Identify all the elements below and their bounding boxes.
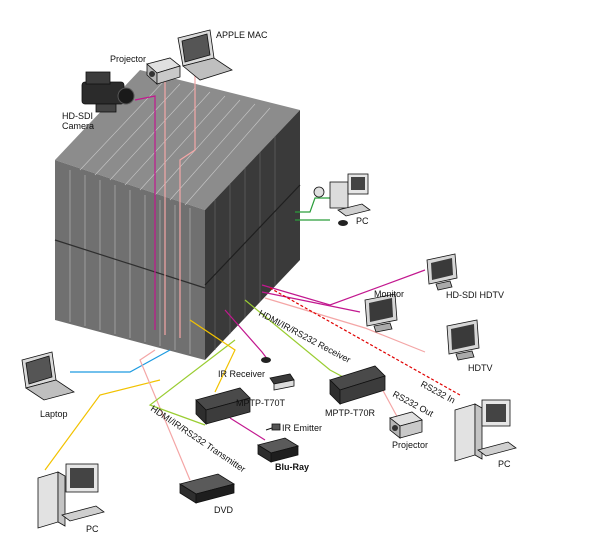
label-projector-top: Projector (110, 54, 146, 64)
cable-receiver (244, 299, 346, 379)
label-pc-bottom-left: PC (86, 524, 99, 534)
cable-pc-right-video (295, 197, 335, 213)
hdsdi-camera-icon (81, 71, 135, 113)
label-camera-line1: HD-SDI (62, 111, 93, 121)
label-hdsdi-hdtv: HD-SDI HDTV (446, 290, 504, 300)
label-apple-mac: APPLE MAC (216, 30, 268, 40)
label-camera-line2: Camera (62, 121, 94, 131)
ir-emitter-device (265, 423, 281, 431)
label-pc-bottom-right: PC (498, 459, 511, 469)
label-ir-receiver: IR Receiver (218, 369, 265, 379)
cable-dvd (139, 349, 191, 481)
cable-camera (134, 95, 156, 330)
label-monitor: Monitor (374, 289, 404, 299)
pc-right (313, 173, 371, 226)
cable-transmitter-yellow (189, 319, 236, 393)
chassis-side-slots (204, 136, 301, 350)
cable-rs232-in (269, 287, 461, 396)
bluray-player (256, 437, 300, 463)
hdtv (446, 319, 480, 361)
mptp-t70t-box (195, 387, 251, 425)
pc-bottom-left (37, 463, 105, 529)
label-mptp-t70r: MPTP-T70R (325, 408, 376, 418)
mptp-t70r-box (329, 365, 386, 405)
cable-apple-mac (179, 72, 196, 338)
cable-laptop (70, 349, 171, 373)
label-hdmi-receiver-cable: HDMI/IR/RS232 Receiver (257, 308, 352, 365)
cable-monitor (261, 291, 361, 313)
label-pc-right: PC (356, 216, 369, 226)
label-dvd: DVD (214, 505, 234, 515)
laptop-device (21, 351, 75, 401)
label-laptop: Laptop (40, 409, 68, 419)
label-bluray: Blu-Ray (275, 462, 309, 472)
ir-receiver-device (261, 357, 295, 391)
hdsdi-hdtv (426, 253, 458, 291)
cable-transmitter (148, 339, 236, 426)
cables (44, 72, 461, 481)
label-hdtv: HDTV (468, 363, 493, 373)
dvd-player (179, 473, 235, 504)
label-ir-emitter: IR Emitter (282, 423, 322, 433)
label-mptp-t70t: MPTP-T70T (236, 398, 286, 408)
cable-bluray (229, 417, 266, 441)
apple-mac-laptop (177, 29, 233, 81)
label-projector-bottom: Projector (392, 440, 428, 450)
chassis-card-slots (79, 79, 271, 206)
projector-top (146, 57, 181, 85)
projector-bottom (389, 411, 423, 439)
pc-bottom-right (454, 399, 517, 462)
cable-pc-bottom-left (44, 379, 161, 471)
cable-hdtv (264, 297, 426, 353)
cable-hdsdi-hdtv (261, 269, 426, 306)
monitor (364, 293, 398, 333)
